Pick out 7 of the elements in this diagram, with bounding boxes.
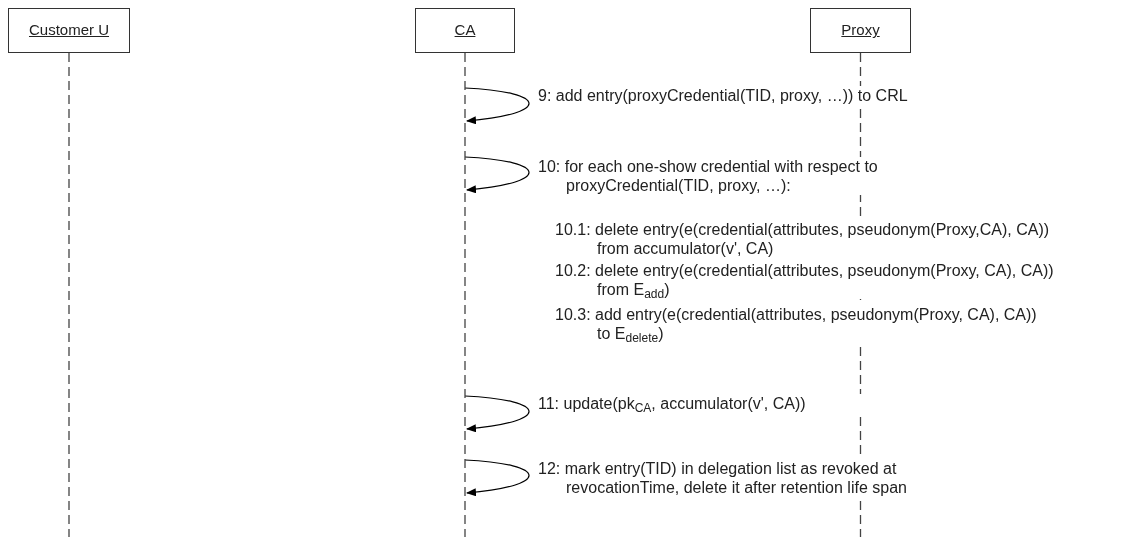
self-message-arrow [464,459,530,496]
participant-box: Customer U [8,8,130,53]
self-message-arrow [464,395,530,432]
self-message-arrow [464,156,530,193]
participant-box: CA [415,8,515,53]
self-message-arrow [464,87,530,124]
participant-box: Proxy [810,8,911,53]
